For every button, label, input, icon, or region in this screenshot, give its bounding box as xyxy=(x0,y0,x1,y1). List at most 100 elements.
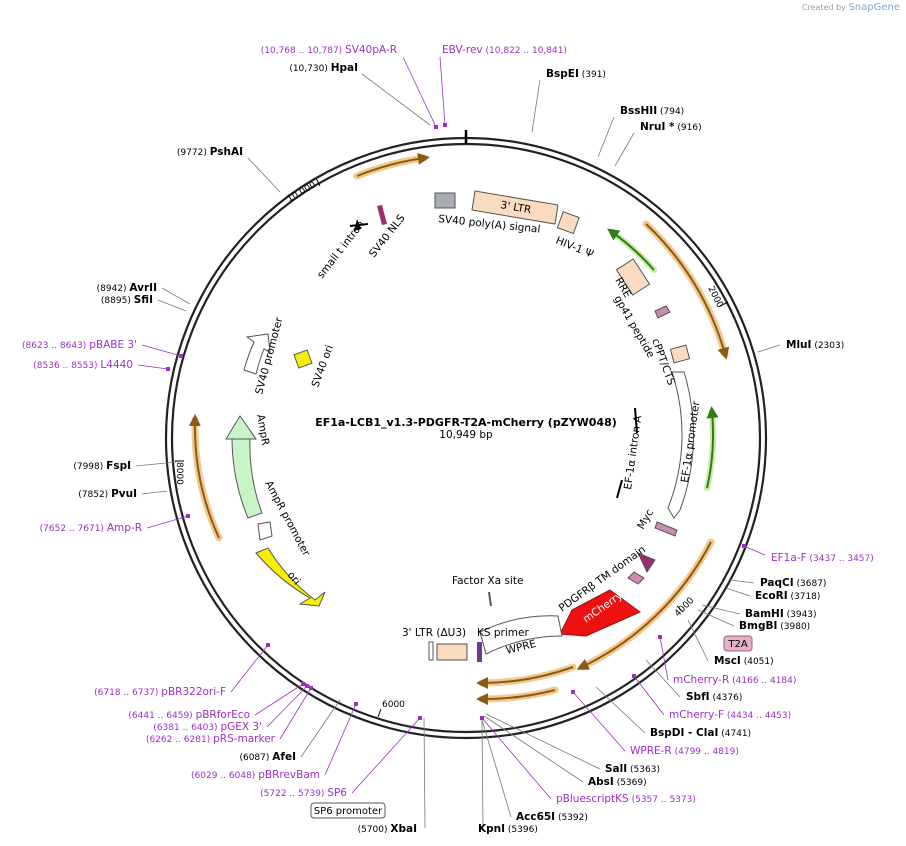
site-name: FspI xyxy=(106,460,131,472)
site-name: BmgBI xyxy=(739,620,777,632)
site-pvui: (7852) PvuI xyxy=(78,488,168,500)
site-name: AfeI xyxy=(272,751,296,763)
site-position: (5396) xyxy=(508,825,538,835)
primer-marker xyxy=(571,690,575,694)
site-position: (4166 .. 4184) xyxy=(732,676,796,686)
primer-marker xyxy=(418,716,422,720)
site-amp-r: (7652 .. 7671) Amp-R xyxy=(40,514,190,534)
site-position: (8895) xyxy=(101,296,131,306)
site-label: (7852) PvuI xyxy=(78,488,137,500)
sp6-promoter-label: SP6 promoter xyxy=(310,802,386,819)
primer-marker xyxy=(179,354,183,358)
site-leader-line xyxy=(531,79,541,133)
site-pbabe-3: (8623 .. 8643) pBABE 3' xyxy=(22,339,183,358)
site-leader-line xyxy=(597,116,615,158)
site-leader-line xyxy=(300,699,341,758)
site-name: MscI xyxy=(714,655,741,667)
site-afei: (6087) AfeI xyxy=(239,699,341,763)
outer-features xyxy=(188,152,730,706)
primer-marker xyxy=(186,514,190,518)
site-name: WPRE-R xyxy=(630,745,672,757)
site-leader-line xyxy=(645,659,681,698)
site-position: (5722 .. 5739) xyxy=(260,789,324,799)
primer-marker xyxy=(434,125,438,129)
site-name: SbfI xyxy=(686,691,710,703)
site-sfii: (8895) SfiI xyxy=(101,294,187,312)
site-name: SP6 xyxy=(327,787,347,799)
site-name: NruI * xyxy=(640,121,675,133)
site-leader-line xyxy=(161,287,191,305)
site-leader-line xyxy=(439,56,446,126)
site-leader-line xyxy=(351,717,421,794)
tick-4000: 4000 xyxy=(673,596,696,619)
site-leader-line xyxy=(481,719,512,818)
site-paqci: PaqCI (3687) xyxy=(729,577,827,589)
site-leader-line xyxy=(697,609,735,627)
site-leader-line xyxy=(483,715,584,783)
site-name: BspEI xyxy=(546,68,579,80)
site-label: MluI (2303) xyxy=(786,339,844,351)
label-cppt: cPPT/CTS xyxy=(649,337,677,387)
site-leader-line xyxy=(324,703,357,776)
site-pgex-3: (6381 .. 6403) pGEX 3' xyxy=(153,684,309,733)
site-position: (8536 .. 8553) xyxy=(33,361,97,371)
site-leader-line xyxy=(423,717,426,829)
site-sali: SalI (5363) xyxy=(485,713,660,775)
site-leader-line xyxy=(230,644,269,693)
site-sbfi: SbfI (4376) xyxy=(645,659,742,703)
site-label: (7998) FspI xyxy=(73,460,131,472)
site-label: AbsI (5369) xyxy=(588,776,647,788)
site-fspi: (7998) FspI xyxy=(73,460,177,472)
site-position: (391) xyxy=(582,70,606,80)
site-name: pBluescriptKS xyxy=(556,793,629,805)
site-name: PshAI xyxy=(210,146,243,158)
site-leader-line xyxy=(137,364,169,370)
site-name: mCherry-R xyxy=(673,674,729,686)
site-position: (5363) xyxy=(630,765,660,775)
site-label: BamHI (3943) xyxy=(745,608,817,620)
primer-marker xyxy=(480,716,484,720)
site-leader-line xyxy=(725,587,751,597)
site-position: (2303) xyxy=(814,341,844,351)
tick-10000: 10,000 xyxy=(286,180,319,205)
site-name: BspDI - ClaI xyxy=(650,727,718,739)
site-label: SbfI (4376) xyxy=(686,691,742,703)
site-position: (916) xyxy=(677,123,701,133)
primer-marker xyxy=(166,367,170,371)
plasmid-name: EF1a-LCB1_v1.3-PDGFR-T2A-mCherry (pZYW04… xyxy=(315,416,617,429)
primer-marker xyxy=(658,635,662,639)
site-label: (6381 .. 6403) pGEX 3' xyxy=(153,721,262,733)
site-leader-line xyxy=(572,691,626,752)
site-msci: MscI (4051) xyxy=(687,619,774,667)
site-name: PvuI xyxy=(111,488,137,500)
site-name: pBR322ori-F xyxy=(161,686,226,698)
site-position: (5700) xyxy=(358,825,388,835)
primer-marker xyxy=(443,123,447,127)
site-position: (7998) xyxy=(73,462,103,472)
site-position: (6029 .. 6048) xyxy=(191,771,255,781)
site-label: (10,730) HpaI xyxy=(289,62,358,74)
site-position: (3687) xyxy=(797,579,827,589)
site-name: SalI xyxy=(605,763,627,775)
site-position: (5369) xyxy=(617,778,647,788)
site-position: (4051) xyxy=(744,657,774,667)
site-name: BssHII xyxy=(620,105,657,117)
primer-marker xyxy=(266,643,270,647)
site-label: (6441 .. 6459) pBRforEco xyxy=(128,709,250,721)
site-pbrrevbam: (6029 .. 6048) pBRrevBam xyxy=(191,702,358,781)
site-label: Acc65I (5392) xyxy=(516,811,588,823)
site-absi: AbsI (5369) xyxy=(483,715,647,788)
site-leader-line xyxy=(402,56,437,128)
site-leader-line xyxy=(485,713,601,770)
site-position: (9772) xyxy=(177,148,207,158)
svg-text:SP6 promoter: SP6 promoter xyxy=(314,806,383,817)
site-leader-line xyxy=(633,675,665,716)
site-pbr322ori-f: (6718 .. 6737) pBR322ori-F xyxy=(94,643,270,698)
site-name: SV40pA-R xyxy=(345,44,397,56)
site-position: (3437 .. 3457) xyxy=(810,554,874,564)
site-name: HpaI xyxy=(331,62,358,74)
label-ef1a-intron: EF-1α intron A xyxy=(622,414,644,491)
t2a-label: T2A xyxy=(723,635,753,652)
primer-marker xyxy=(354,702,358,706)
